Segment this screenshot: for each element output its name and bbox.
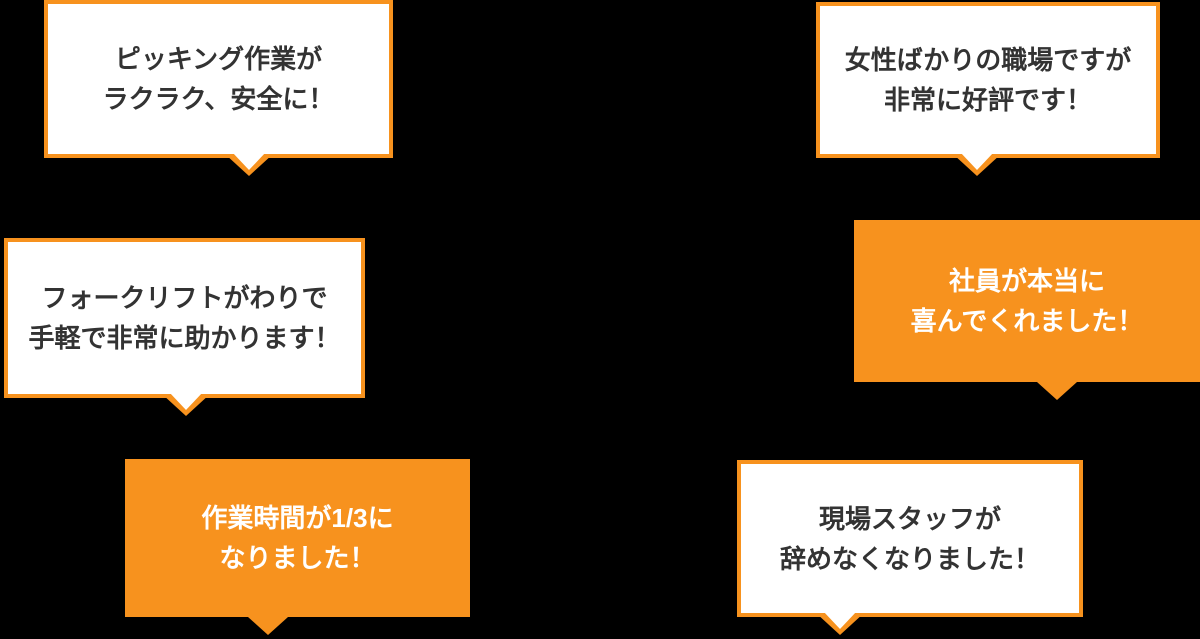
bubble-text-line: なりました！ [219,543,376,573]
speech-bubble-forklift: フォークリフトがわりで 手軽で非常に助かります！ [4,238,365,416]
bubble-tail-icon [1037,382,1077,400]
speech-bubble-work-time: 作業時間が1/3に なりました！ [125,459,470,635]
speech-bubble-employees-happy: 社員が本当に 喜んでくれました！ [854,220,1200,400]
bubble-tail-icon [248,617,288,635]
bubble-text-line: 現場スタッフが [818,503,1001,534]
bubble-text-line: 喜んでくれました！ [910,306,1144,336]
bubble-text-line: 社員が本当に [948,266,1105,296]
bubble-tail-icon [823,611,857,629]
speech-bubble-staff-retention: 現場スタッフが 辞めなくなりました！ [737,460,1083,635]
bubble-text-line: 非常に好評です！ [883,85,1092,115]
bubble-text-line: 作業時間が1/3に [201,503,394,533]
speech-bubble-female-workplace: 女性ばかりの職場ですが 非常に好評です！ [816,2,1160,176]
bubble-text-line: フォークリフトがわりで [41,283,328,313]
bubble-text-line: 女性ばかりの職場ですが [844,45,1132,75]
bubble-tail-icon [232,152,266,170]
bubble-text-line: 手軽で非常に助かります！ [28,323,341,353]
bubble-tail-icon [960,152,994,170]
speech-bubble-picking-work: ピッキング作業が ラクラク、安全に！ [44,0,393,176]
bubble-text-line: ピッキング作業が [114,44,323,74]
bubble-tail-icon [169,392,203,410]
bubble-text-line: ラクラク、安全に！ [102,84,335,114]
bubble-text-line: 辞めなくなりました！ [779,543,1040,574]
